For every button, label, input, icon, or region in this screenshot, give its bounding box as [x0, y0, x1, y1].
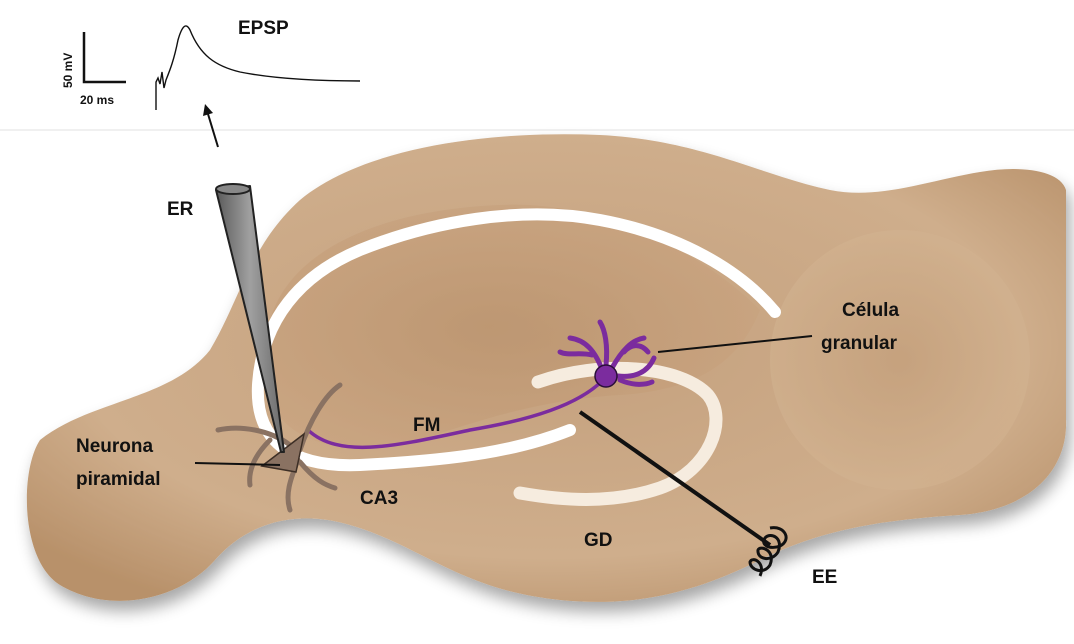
recording-electrode-top [216, 184, 250, 194]
celula-label-line1: Célula [842, 300, 899, 321]
ca3-label: CA3 [360, 488, 398, 509]
gd-label: GD [584, 530, 613, 551]
ee-label: EE [812, 567, 837, 588]
fm-label: FM [413, 415, 440, 436]
granule-soma [595, 365, 617, 387]
celula-label-line2: granular [821, 333, 898, 354]
neurona-label-line2: piramidal [76, 469, 160, 490]
epsp-label: EPSP [238, 18, 289, 39]
neurona-label-line1: Neurona [76, 436, 154, 457]
scale-time-label: 20 ms [80, 93, 114, 107]
right-lobe-shading [770, 230, 1030, 490]
er-label: ER [167, 199, 194, 220]
arrow-to-trace [203, 104, 218, 147]
scale-bar [84, 32, 126, 82]
scale-voltage-label: 50 mV [61, 53, 75, 88]
